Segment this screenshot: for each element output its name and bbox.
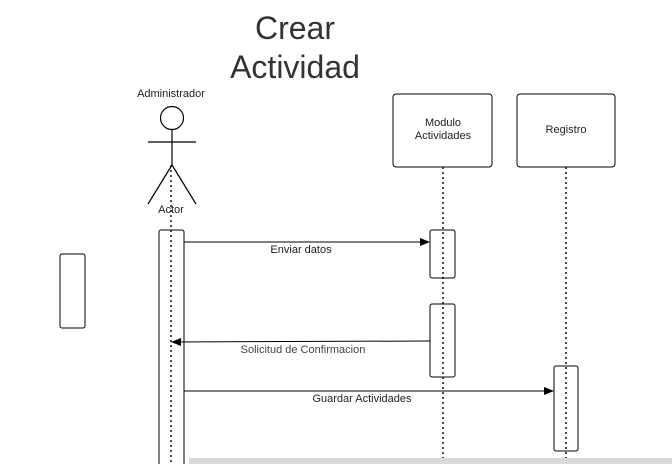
- registro-label: Registro: [546, 124, 587, 136]
- actor-role-label: Actor: [158, 204, 184, 216]
- message-enviar-datos-label: Enviar datos: [270, 244, 332, 256]
- message-solicitud-label: Solicitud de Confirmacion: [241, 344, 366, 356]
- modulo-label-line-1: Modulo: [425, 117, 461, 129]
- modulo-label-line-2: Actividades: [415, 130, 472, 142]
- canvas-bottom-strip: [189, 458, 672, 464]
- empty-box: [59, 253, 86, 329]
- registro-activation-bar: [553, 365, 579, 452]
- modulo-activation-bar-2: [429, 303, 456, 378]
- message-guardar-label: Guardar Actividades: [312, 393, 412, 405]
- actor-figure-icon: [147, 105, 197, 205]
- actor-activation-bar: [158, 229, 185, 464]
- modulo-activation-bar-1: [429, 229, 456, 279]
- message-solicitud-arrow: [171, 337, 431, 346]
- actor-name-label: Administrador: [137, 88, 205, 100]
- diagram-title-line-1: Crear: [255, 10, 335, 46]
- diagram-title-line-2: Actividad: [230, 49, 360, 85]
